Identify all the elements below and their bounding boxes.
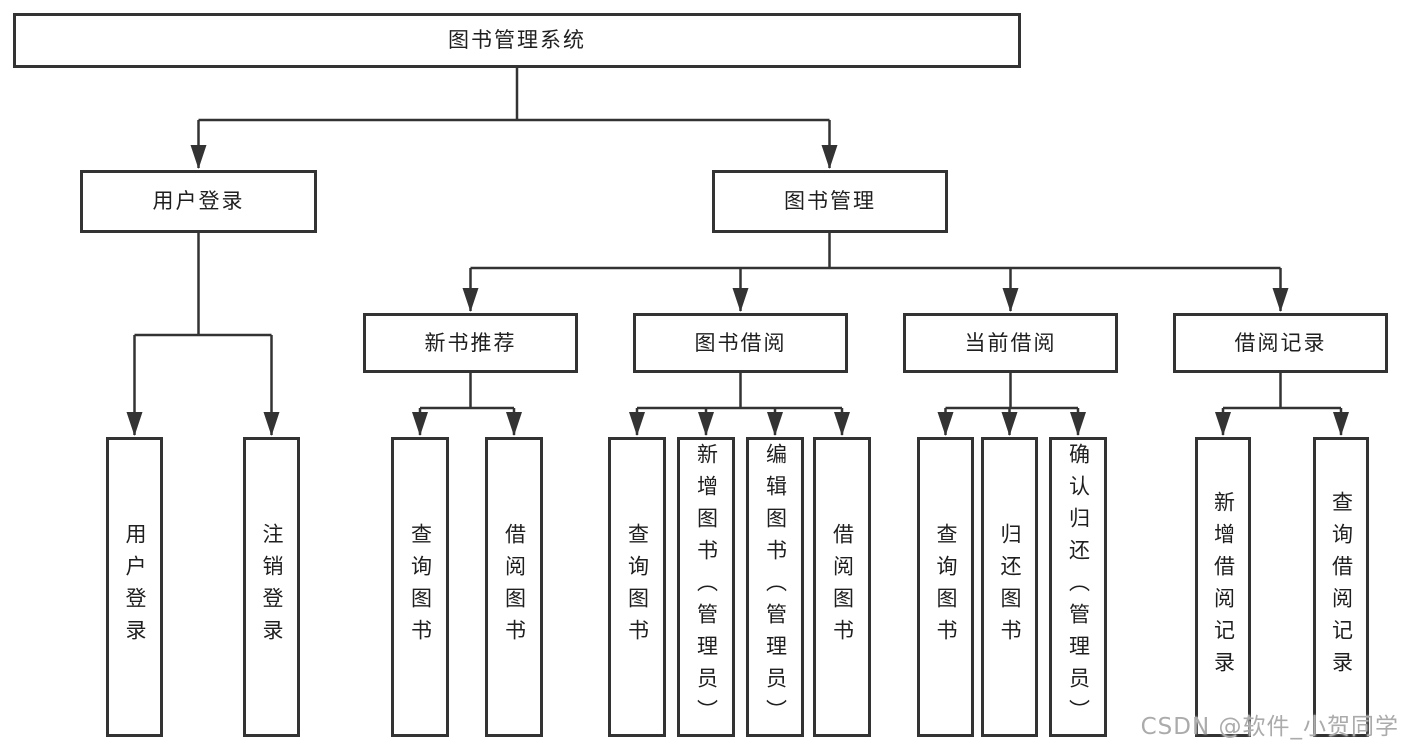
leaf-br-query-record-label: 查询借阅记录 <box>1329 491 1354 683</box>
leaf-bb-add-book-admin-label: 新增图书（管理员） <box>694 443 719 731</box>
leaf-bb-edit-book-admin-label: 编辑图书（管理员） <box>763 443 788 731</box>
leaf-nbr-borrow-books: 借阅图书 <box>485 437 543 737</box>
node-borrowing-records: 借阅记录 <box>1173 313 1388 373</box>
leaf-nbr-query-books-label: 查询图书 <box>408 523 433 651</box>
node-user-login-branch-label: 用户登录 <box>152 189 245 213</box>
node-root-library-system: 图书管理系统 <box>13 13 1021 68</box>
node-new-book-recommendation-label: 新书推荐 <box>424 330 517 355</box>
leaf-cb-confirm-return-admin-label: 确认归还（管理员） <box>1066 443 1091 731</box>
branch-line-new-book-recommendation <box>420 373 514 410</box>
watermark-csdn: CSDN @软件_小贺同学 <box>1140 714 1399 740</box>
branch-line-book-borrowing <box>637 373 842 410</box>
leaf-cb-return-books-label: 归还图书 <box>998 523 1022 651</box>
leaf-bb-query-books-label: 查询图书 <box>625 523 650 651</box>
node-root-label: 图书管理系统 <box>448 28 586 52</box>
leaf-bb-borrow-books-label: 借阅图书 <box>830 523 855 651</box>
leaf-cb-query-books-label: 查询图书 <box>934 523 958 651</box>
branch-line-borrowing-records <box>1223 373 1341 410</box>
node-user-login-branch: 用户登录 <box>80 170 317 233</box>
leaf-cb-return-books: 归还图书 <box>981 437 1038 737</box>
node-book-management-branch-label: 图书管理 <box>784 189 876 213</box>
leaf-br-add-record-label: 新增借阅记录 <box>1211 491 1236 683</box>
leaf-logout: 注销登录 <box>243 437 300 737</box>
branch-line-user-login <box>134 233 272 337</box>
node-book-management-branch: 图书管理 <box>712 170 948 233</box>
node-book-borrowing-label: 图书借阅 <box>694 330 787 355</box>
node-current-borrowing-label: 当前借阅 <box>964 330 1057 355</box>
node-new-book-recommendation: 新书推荐 <box>363 313 578 373</box>
leaf-user-login: 用户登录 <box>106 437 163 737</box>
leaf-br-add-record: 新增借阅记录 <box>1195 437 1251 737</box>
leaf-bb-query-books: 查询图书 <box>608 437 666 737</box>
leaf-nbr-borrow-books-label: 借阅图书 <box>502 523 527 651</box>
leaf-cb-confirm-return-admin: 确认归还（管理员） <box>1049 437 1107 737</box>
leaf-bb-add-book-admin: 新增图书（管理员） <box>677 437 735 737</box>
leaf-user-login-label: 用户登录 <box>123 523 147 651</box>
leaf-bb-borrow-books: 借阅图书 <box>813 437 871 737</box>
node-book-borrowing: 图书借阅 <box>633 313 848 373</box>
leaf-bb-edit-book-admin: 编辑图书（管理员） <box>746 437 804 737</box>
branch-line-root <box>198 68 830 122</box>
leaf-br-query-record: 查询借阅记录 <box>1313 437 1369 737</box>
branch-line-book-management <box>470 233 1281 270</box>
node-borrowing-records-label: 借阅记录 <box>1234 330 1327 355</box>
leaf-logout-label: 注销登录 <box>260 523 284 651</box>
leaf-nbr-query-books: 查询图书 <box>391 437 449 737</box>
branch-line-current-borrowing <box>945 373 1078 410</box>
node-current-borrowing: 当前借阅 <box>903 313 1118 373</box>
leaf-cb-query-books: 查询图书 <box>917 437 974 737</box>
